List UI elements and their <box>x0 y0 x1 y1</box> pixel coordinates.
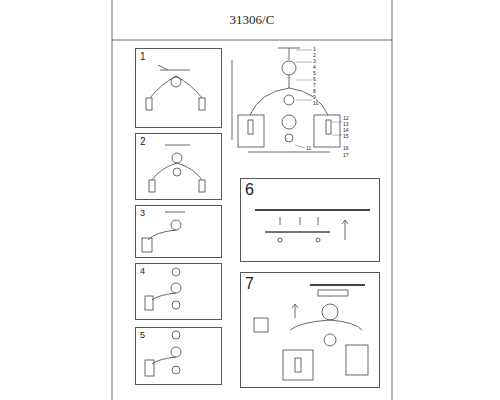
step-number: 4 <box>140 267 145 276</box>
callout-number: 3 <box>313 59 316 64</box>
step-number: 5 <box>140 331 145 340</box>
callout-number: 16 <box>343 146 349 151</box>
step-panel: 7 <box>240 272 380 388</box>
step-number: 2 <box>140 137 146 147</box>
callout-number: 10 <box>313 101 319 106</box>
step-panel: 4 <box>135 263 222 320</box>
callout-number: 13 <box>343 122 349 127</box>
step-number: 3 <box>140 209 145 218</box>
callout-number: 6 <box>313 77 316 82</box>
sheet-title: 31306/C <box>230 12 275 28</box>
callout-number: 11 <box>306 146 311 151</box>
step-number: 7 <box>245 276 254 292</box>
step-number: 1 <box>140 52 146 62</box>
callout-number: 4 <box>313 65 316 70</box>
callout-number: 8 <box>313 89 316 94</box>
callout-number: 14 <box>343 128 349 133</box>
step-panel: 5 <box>135 327 222 385</box>
callout-number: 1 <box>313 47 316 52</box>
step-panel: 6 <box>240 178 380 262</box>
callout-number: 9 <box>313 95 316 100</box>
callout-number: 5 <box>313 71 316 76</box>
callout-number: 2 <box>313 53 316 58</box>
step-panel: 3 <box>135 205 222 258</box>
step-panel: 1 <box>135 48 222 128</box>
step-panel: 2 <box>135 133 222 200</box>
callout-number: 12 <box>343 116 349 121</box>
step-number: 6 <box>245 182 254 198</box>
callout-number: 7 <box>313 83 316 88</box>
callout-number: 15 <box>343 134 349 139</box>
callout-number: 17 <box>343 153 349 158</box>
